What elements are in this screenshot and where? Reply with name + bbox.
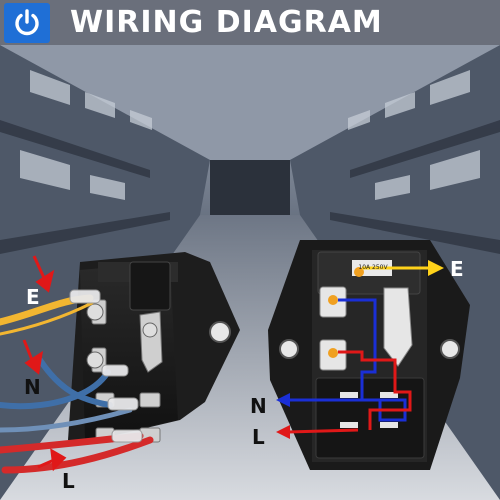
left-screws [86,303,158,369]
fuse-rating-text: 10A 250V [358,264,388,271]
power-icon [15,9,39,36]
right-label-neutral: N [250,394,267,418]
right-mount-hole-2 [440,339,460,359]
corridor-ceiling [0,45,500,160]
right-mount-hole [279,339,299,359]
right-switch-contacts [340,392,398,428]
diagram-neutral-arrow [276,393,290,407]
diagram-live-out [287,428,359,434]
diagram-earth-arrow [428,260,444,276]
corridor-end [210,160,290,215]
right-label-live: L [252,425,265,449]
diagram-live-arrow [276,425,290,439]
left-label-neutral: N [24,375,41,399]
wall-dark-strips [0,120,500,254]
header-bar: WIRING DIAGRAM [0,0,500,45]
power-badge [4,3,50,43]
wall-panels [20,70,480,200]
left-switch [129,261,171,311]
left-power-module [68,252,240,443]
left-label-earth: E [26,285,40,309]
wire-neutral [0,369,111,410]
left-arrows [22,255,67,472]
right-power-module [268,240,470,470]
right-diagram-wires [276,260,444,439]
wire-earth-2 [0,301,94,336]
background-scene [0,45,500,500]
left-label-live: L [62,469,75,493]
right-label-earth: E [450,257,464,281]
left-mount-hole [209,321,231,343]
wire-live-2 [1,436,154,474]
wire-neutral-2 [37,357,113,408]
page-title: WIRING DIAGRAM [70,5,383,40]
right-terminal-centers [328,267,364,358]
diagram-live-line [338,350,412,430]
wire-neutral-3 [0,407,133,433]
left-connectors [69,289,143,443]
